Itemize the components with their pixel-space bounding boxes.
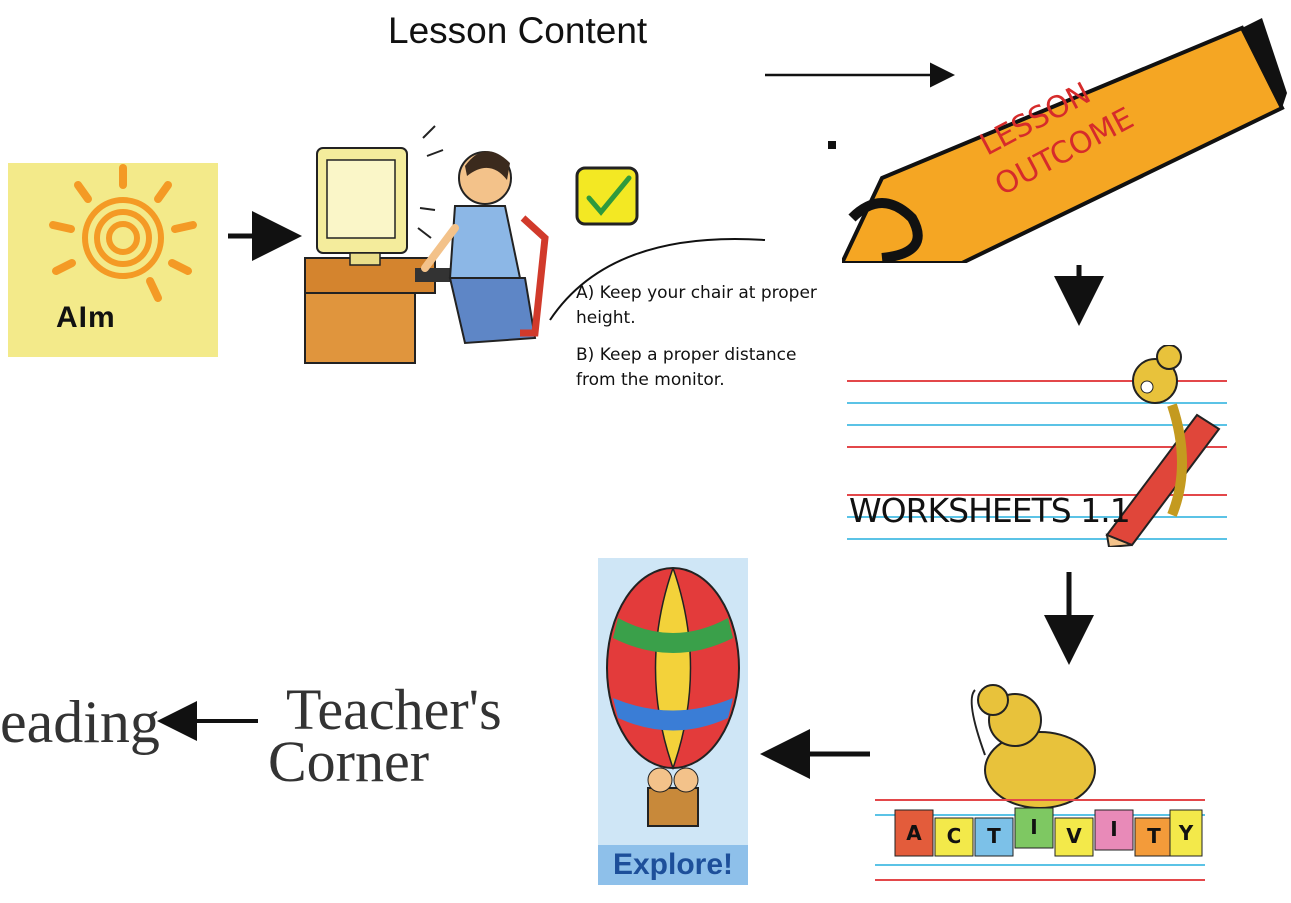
activity-letter: V bbox=[1066, 824, 1082, 848]
mouse-with-pencil-icon bbox=[1105, 344, 1221, 549]
ruled-lines bbox=[847, 344, 1227, 549]
tip-a: A) Keep your chair at proper height. bbox=[576, 283, 817, 328]
aim-card: AIm bbox=[8, 163, 218, 357]
explore-card: Explore! bbox=[598, 558, 748, 891]
worksheets-card: WORKSHEETS 1.1 bbox=[847, 344, 1227, 549]
page-title: Lesson Content bbox=[388, 10, 648, 51]
curve-decoration bbox=[549, 238, 766, 321]
lesson-outcome-marker: LESSON OUTCOME bbox=[842, 18, 1287, 263]
activity-letter: T bbox=[987, 824, 1001, 848]
tip-b: B) Keep a proper distance from the monit… bbox=[576, 345, 797, 390]
teacher-line2: Corner bbox=[268, 729, 430, 794]
reading-label: eading bbox=[0, 689, 160, 755]
activity-letter: I bbox=[1030, 815, 1037, 839]
activity-letter: I bbox=[1110, 817, 1117, 841]
activity-letter: C bbox=[947, 824, 962, 848]
activity-puzzle-illustration: A C T I V I T Y bbox=[875, 684, 1205, 881]
aim-label: AIm bbox=[56, 301, 116, 334]
hot-air-balloon-icon bbox=[598, 558, 748, 848]
mouse-icon bbox=[970, 684, 1096, 809]
sun-icon bbox=[49, 164, 197, 302]
activity-letter: Y bbox=[1178, 821, 1194, 845]
explore-label: Explore! bbox=[598, 845, 748, 885]
activity-letter: A bbox=[906, 821, 922, 845]
worksheets-label: WORKSHEETS 1.1 bbox=[849, 491, 1131, 530]
activity-letter: T bbox=[1147, 824, 1161, 848]
girl-at-computer-illustration bbox=[304, 125, 549, 364]
computer-tips: A) Keep your chair at proper height. B) … bbox=[576, 281, 826, 405]
teacher-line1: Teacher's bbox=[286, 677, 502, 742]
checkmark-box-icon bbox=[575, 166, 639, 226]
dot-mark bbox=[828, 141, 836, 149]
teachers-corner: Teacher's Corner bbox=[268, 681, 502, 791]
